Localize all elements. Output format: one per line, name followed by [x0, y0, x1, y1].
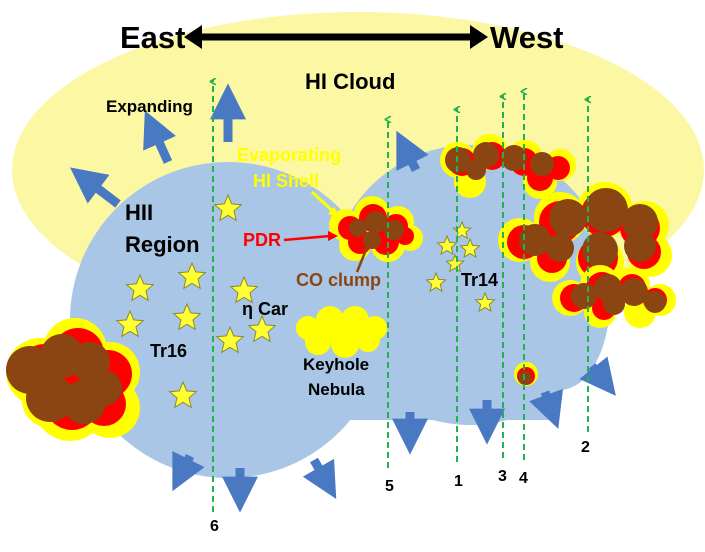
expansion-arrow [172, 451, 205, 492]
hii-region-label-line1: HII [125, 200, 153, 225]
star-icon [215, 325, 245, 354]
hii-region-label-line2: Region [125, 232, 200, 257]
tr14-label: Tr14 [461, 270, 498, 290]
expansion-arrow [579, 356, 616, 396]
pdr-pointer-head [328, 231, 338, 241]
star-icon [229, 275, 259, 304]
sightline-number: 6 [210, 518, 219, 535]
east-label: East [120, 20, 185, 55]
sightline-number: 1 [454, 473, 463, 490]
star-icon [474, 291, 496, 313]
sightline-number: 2 [581, 439, 590, 456]
eta-car-label: η Car [242, 299, 288, 319]
east-west-arrow [184, 25, 488, 49]
expansion-arrow [396, 130, 429, 173]
clump-left [6, 318, 140, 441]
star-icon [168, 380, 198, 409]
star-icon [452, 220, 472, 240]
star-icon [436, 234, 458, 256]
star-icon [213, 193, 243, 222]
expansion-arrow [143, 110, 177, 164]
pdr-pointer [283, 234, 331, 242]
co-clump-pointer [355, 239, 372, 273]
pdr-label: PDR [243, 230, 281, 250]
sightline-number: 4 [519, 470, 528, 487]
expansion-arrow [69, 167, 121, 208]
sightline-number: 3 [498, 468, 507, 485]
evaporating-pointer-head [328, 207, 340, 218]
keyhole-label-line2: Nebula [308, 380, 365, 399]
star-cluster [115, 193, 496, 409]
expansion-arrows [69, 83, 616, 513]
evaporating-label-line2: HI Shell [253, 171, 319, 191]
star-icon [172, 302, 202, 331]
clump-small [514, 362, 538, 386]
expanding-label: Expanding [106, 97, 193, 116]
star-icon [177, 261, 207, 290]
sightline-number: 5 [385, 478, 394, 495]
evaporating-label-line1: Evaporating [237, 145, 341, 165]
star-icon [425, 271, 447, 293]
star-icon [247, 314, 277, 343]
keyhole-nebula-shape [296, 306, 387, 358]
expansion-arrow [529, 388, 564, 429]
star-icon [445, 253, 465, 273]
expansion-arrow [302, 457, 337, 499]
west-label: West [490, 20, 564, 55]
star-icon [115, 309, 145, 338]
star-icon [459, 237, 481, 259]
co-clump-label: CO clump [296, 270, 381, 290]
hi-cloud-label: HI Cloud [305, 69, 395, 94]
clump-west-low [552, 265, 676, 328]
tr16-label: Tr16 [150, 341, 187, 361]
keyhole-label-line1: Keyhole [303, 355, 369, 374]
star-icon [125, 273, 155, 302]
